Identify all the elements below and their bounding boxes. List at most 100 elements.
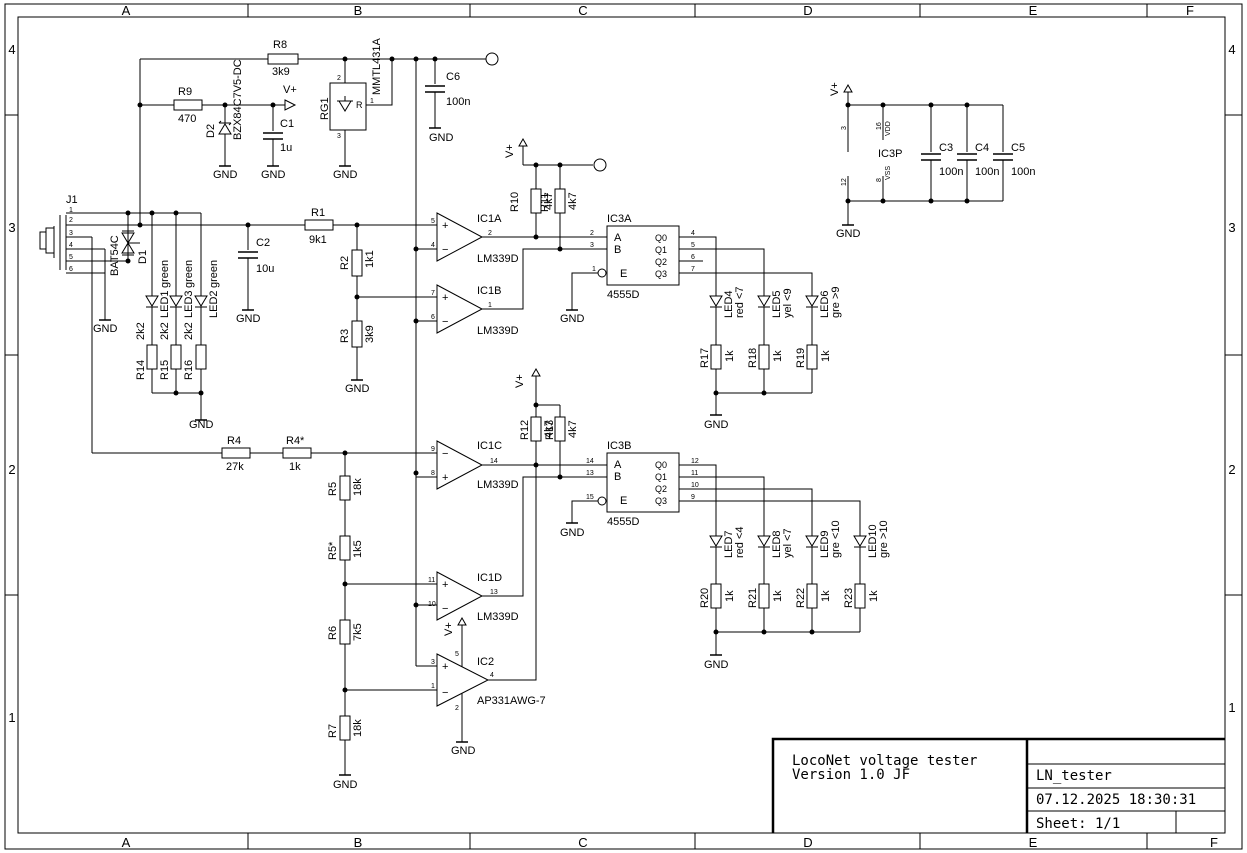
r22-ref: R22 (795, 588, 807, 608)
r22-value: 1k (820, 590, 832, 602)
col-label-top: E (1029, 3, 1038, 18)
upper-led-bank: GND LED4 red <7 LED5 yel <9 LED6 gre >9 … (699, 287, 842, 432)
ic1d-pin: 13 (490, 589, 498, 596)
ic3p-pin: 16 (876, 122, 883, 130)
r13-value: 4k7 (567, 420, 579, 438)
led7-ref: LED7 (723, 530, 735, 558)
j1-pin: 2 (69, 217, 73, 224)
ic3b-pin-name: Q2 (655, 484, 667, 494)
r15-ref: R15 (159, 360, 171, 380)
minus-sign: − (442, 687, 448, 699)
ic3a-pin-name: E (620, 268, 627, 280)
r5s-ref: R5* (327, 541, 339, 560)
ic1d-value: LM339D (477, 611, 519, 623)
led6-ref: LED6 (819, 290, 831, 318)
connector-j1: J1 1 2 3 4 5 6 GND (39, 194, 140, 453)
r8-value: 3k9 (272, 66, 290, 78)
r17-ref: R17 (699, 348, 711, 368)
r5-ref: R5 (327, 482, 339, 496)
led1-value: green (159, 260, 171, 288)
led5-ref: LED5 (771, 290, 783, 318)
ic3a-pin-name: Q2 (655, 257, 667, 267)
led4-value: red <7 (734, 287, 746, 319)
r23-value: 1k (868, 590, 880, 602)
r10-value: 4k7 (543, 192, 555, 210)
rg1-pin: 2 (337, 75, 341, 82)
r4s-value: 1k (289, 461, 301, 473)
pullups-r10-r11: V+ R10 4k7 R11 4k7 (504, 137, 607, 252)
c1-ref: C1 (280, 118, 294, 130)
r18-value: 1k (772, 350, 784, 362)
row-label-left: 2 (8, 462, 15, 477)
c4-value: 100n (975, 166, 999, 178)
r4-ref: R4 (227, 435, 241, 447)
title-block: LocoNet voltage tester Version 1.0 JF LN… (771, 737, 1225, 833)
plus-sign: + (442, 661, 448, 673)
ic1d-ref: IC1D (477, 572, 502, 584)
c4-ref: C4 (975, 142, 989, 154)
gnd-label: GND (836, 228, 861, 240)
ic3a-value: 4555D (607, 289, 639, 301)
title-description-1: LocoNet voltage tester (792, 753, 977, 769)
c6-ref: C6 (446, 71, 460, 83)
ic3a-pin: 7 (691, 266, 695, 273)
decoder-ic3a: A B E Q0 Q1 Q2 Q3 IC3A 4555D 2 3 1 GND 4… (560, 213, 813, 325)
c3-value: 100n (939, 166, 963, 178)
divider-ladder: GND R5 18k R5* 1k5 R6 7k5 R7 18k (327, 453, 437, 791)
r14-ref: R14 (135, 360, 147, 380)
rg1-value: MMTL431A (371, 37, 383, 95)
ic3p-pin: 3 (841, 126, 848, 130)
r3-value: 3k9 (364, 325, 376, 343)
gnd-label: GND (333, 169, 358, 181)
led9-ref: LED9 (819, 530, 831, 558)
ic3b-pin-name: A (614, 459, 622, 471)
ic3b-value: 4555D (607, 516, 639, 528)
vplus-label: V+ (504, 144, 516, 158)
r23-ref: R23 (843, 588, 855, 608)
r9-value: 470 (178, 113, 196, 125)
gnd-label: GND (560, 313, 585, 325)
row-label-right: 4 (1228, 42, 1235, 57)
gnd-label: GND (429, 132, 454, 144)
ic3a-pin: 1 (592, 266, 596, 273)
ic2-pin: 1 (431, 683, 435, 690)
drawing-frame: A B C D E F A B C D E F 4 3 2 1 4 3 2 1 (4, 3, 1243, 850)
ic3p-vdd: VDD (885, 121, 892, 136)
ic3b-pin: 9 (691, 494, 695, 501)
ic3b-pin: 13 (586, 470, 594, 477)
row-label-left: 4 (8, 42, 15, 57)
input-divider-r4: R4 27k R4* 1k (92, 435, 437, 473)
ic1b-pin: 1 (488, 302, 492, 309)
minus-sign: − (442, 316, 448, 328)
regulator-rg1: GND 2 3 1 R RG1 MMTL431A (319, 37, 395, 181)
ic2-pin: 3 (431, 659, 435, 666)
ic3a-pin-name: Q0 (655, 233, 667, 243)
rg1-pin: 3 (337, 133, 341, 140)
col-label-bottom: B (354, 835, 363, 850)
row-label-right: 3 (1228, 220, 1235, 235)
ic3a-pin-name: A (614, 232, 622, 244)
r18-ref: R18 (747, 348, 759, 368)
ic3a-pin: 3 (590, 242, 594, 249)
d2-ref: D2 (205, 124, 217, 138)
c2-ref: C2 (256, 237, 270, 249)
j1-pin: 4 (69, 242, 73, 249)
vplus-label: V+ (283, 84, 297, 96)
r6-ref: R6 (327, 626, 339, 640)
led9-value: gre <10 (830, 520, 842, 558)
r4s-ref: R4* (286, 435, 305, 447)
r15-value: 2k2 (159, 322, 171, 340)
title-sheet: Sheet: 1/1 (1036, 816, 1120, 832)
led2-ref: LED2 (208, 290, 220, 318)
r10-ref: R10 (509, 192, 521, 212)
col-label-bottom: F (1210, 835, 1218, 850)
c3-ref: C3 (939, 142, 953, 154)
decoder-power-ic3p: V+ GND 3 16 12 8 VDD VSS IC3P (829, 82, 1035, 240)
ic3a-pin-name: Q1 (655, 245, 667, 255)
r13-ref: R13 (544, 420, 556, 440)
led8-ref: LED8 (771, 530, 783, 558)
gnd-label: GND (451, 745, 476, 757)
ic3b-pin-name: B (614, 471, 621, 483)
ic3b-pin-name: Q3 (655, 496, 667, 506)
